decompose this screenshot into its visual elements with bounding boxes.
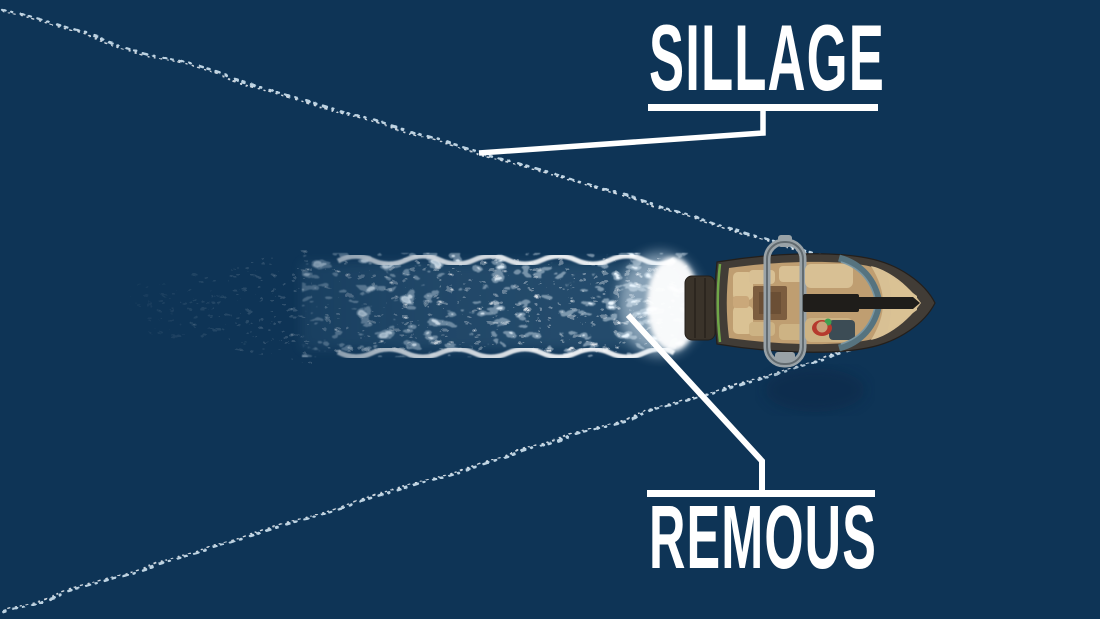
wake-line-bottom-inner bbox=[3, 338, 885, 611]
driver-head bbox=[816, 321, 828, 333]
wake-foam-tail bbox=[118, 248, 312, 364]
wake-bottom-crest bbox=[336, 346, 676, 360]
wake-top-crest bbox=[336, 253, 676, 267]
stern-bench-top bbox=[749, 270, 775, 284]
swim-platform bbox=[684, 275, 716, 341]
wake-line-top bbox=[0, 6, 832, 260]
stern-seat-port bbox=[733, 272, 753, 300]
wake-line-bottom bbox=[2, 338, 888, 614]
wake-line-bottom-outer bbox=[2, 338, 888, 614]
remous-overline bbox=[647, 490, 875, 497]
wake-line-top-outer bbox=[0, 6, 832, 260]
helm-console bbox=[829, 320, 855, 340]
boat-shadow bbox=[765, 368, 865, 412]
stern-bench-bottom bbox=[749, 322, 775, 336]
sillage-underline bbox=[648, 104, 878, 111]
wake-line-top-inner bbox=[0, 9, 829, 260]
wake-foam-band bbox=[118, 248, 702, 364]
remous-pointer-line bbox=[625, 312, 765, 494]
sillage-pointer-line bbox=[478, 106, 766, 156]
center-aisle bbox=[803, 294, 859, 312]
stern-center-pad bbox=[733, 296, 749, 308]
stern-seat-starboard bbox=[733, 306, 753, 334]
side-seat-top bbox=[805, 264, 853, 288]
transom-trim bbox=[716, 263, 722, 343]
boat bbox=[684, 235, 936, 368]
bow-center-aisle bbox=[859, 297, 920, 309]
